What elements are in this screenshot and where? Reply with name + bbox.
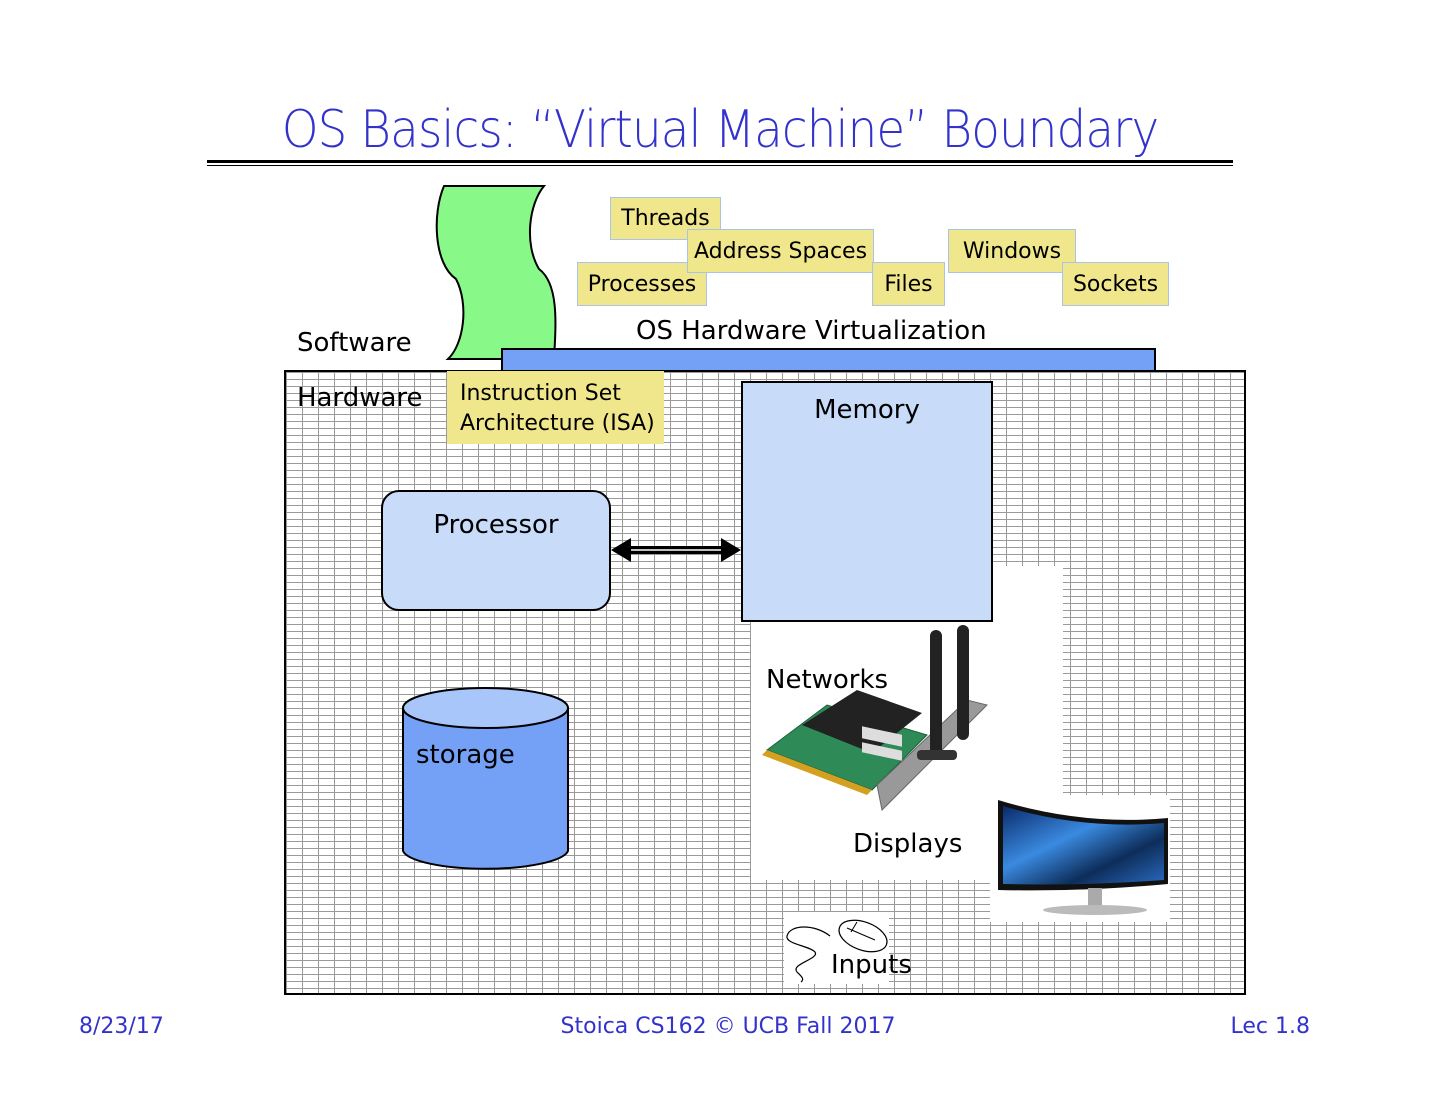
software-stack-shape [435,185,557,360]
display-monitor-icon [998,800,1168,915]
virtualization-bar [501,348,1156,370]
tag-threads: Threads [610,197,721,240]
footer-course: Stoica CS162 © UCB Fall 2017 [560,1014,896,1039]
software-label: Software [297,328,412,358]
tag-processes: Processes [577,262,707,306]
memory-label: Memory [814,395,920,425]
tag-address-spaces: Address Spaces [687,229,874,273]
slide-title: OS Basics: “Virtual Machine” Boundary [281,100,1159,160]
isa-label-line1: Instruction Set [460,381,621,406]
networks-label: Networks [766,665,889,695]
displays-label: Displays [853,829,963,859]
inputs-label: Inputs [831,950,912,980]
storage-label: storage [416,740,515,770]
footer-date: 8/23/17 [79,1014,164,1039]
hardware-label: Hardware [297,383,423,413]
mouse-icon [786,919,888,983]
title-underline [207,160,1233,163]
tag-files: Files [872,262,945,306]
processor-box: Processor [381,490,611,611]
processor-label: Processor [433,510,559,540]
memory-box: Memory [741,381,993,622]
tag-windows: Windows [948,229,1076,273]
processor-memory-arrow [611,538,741,562]
tag-sockets: Sockets [1062,262,1169,306]
isa-label-line2: Architecture (ISA) [460,411,655,436]
isa-box: Instruction Set Architecture (ISA) [447,371,664,444]
footer-lecture-number: Lec 1.8 [1230,1014,1310,1039]
storage-cylinder [402,687,569,870]
virtualization-label: OS Hardware Virtualization [636,316,987,346]
network-card-icon [762,625,988,812]
title-underline-thin [207,165,1233,166]
